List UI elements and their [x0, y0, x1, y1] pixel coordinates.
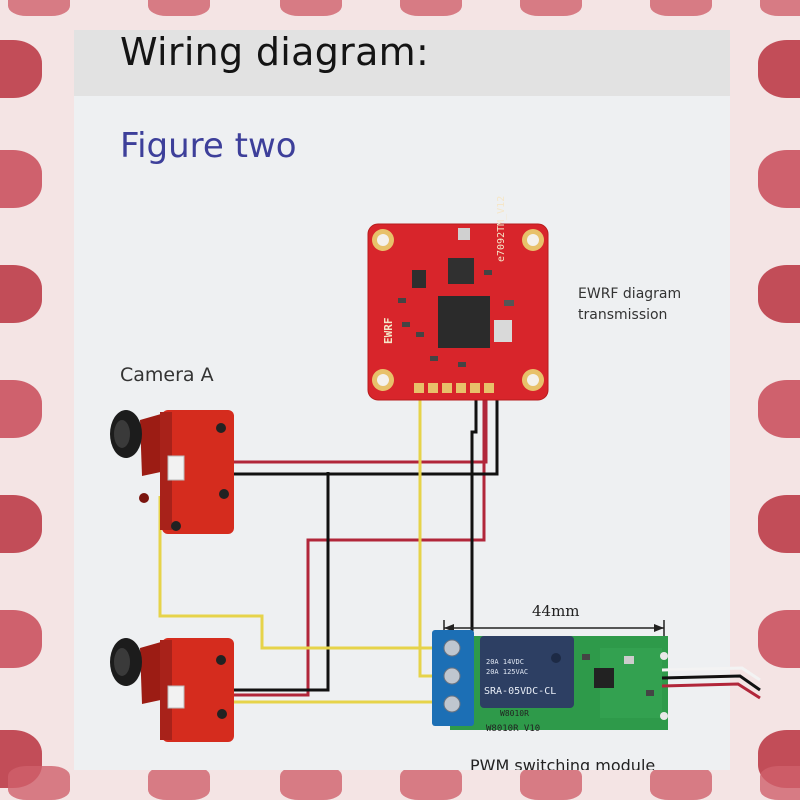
- relay: [480, 636, 574, 708]
- camera-b: [110, 638, 234, 742]
- background-tile: [0, 40, 42, 98]
- video-transmitter-board: e7092TM_V12 EWRF: [367, 196, 549, 401]
- background-tile: [520, 0, 582, 16]
- chip: [594, 668, 614, 688]
- wire-yellow-camera-a: [158, 496, 456, 650]
- module-code-2: W8010R V10: [486, 724, 540, 734]
- figure-title: Figure two: [120, 126, 297, 166]
- transmitter-label-line1: EWRF diagram: [578, 286, 682, 302]
- background-tile: [400, 766, 462, 800]
- background-tile: [758, 610, 800, 668]
- background-tile: [758, 380, 800, 438]
- crystal: [494, 320, 512, 342]
- wire-output-white: [661, 666, 761, 682]
- transmitter-brand-text: EWRF: [382, 318, 395, 345]
- transmitter-label-line2: transmission: [578, 307, 668, 323]
- background-tile: [400, 0, 462, 16]
- background-tile: [758, 265, 800, 323]
- module-caption: PWM switching module: [470, 756, 656, 770]
- wire-black-camera-a: [180, 390, 499, 476]
- background-tile: [280, 766, 342, 800]
- camera-a: [110, 410, 234, 534]
- camera-connector: [167, 685, 185, 709]
- solder-pads: [414, 383, 494, 393]
- background-tile: [0, 380, 42, 438]
- background-tile: [520, 766, 582, 800]
- wire-output-black: [661, 674, 761, 692]
- background-tile: [280, 0, 342, 16]
- dimension-label: 44mm: [532, 602, 580, 620]
- chip: [412, 270, 426, 288]
- relay-rating-1: 20A 14VDC: [486, 658, 524, 666]
- relay-model-text: SRA-05VDC-CL: [484, 686, 556, 697]
- background-tile: [0, 610, 42, 668]
- module-code-1: W8010R: [500, 709, 529, 718]
- background-tile: [760, 766, 800, 800]
- page-title: Wiring diagram:: [120, 30, 430, 74]
- background-tile: [8, 766, 70, 800]
- wire-black-camera-b: [230, 472, 330, 692]
- wire-red-camera-a: [180, 390, 488, 464]
- wire-red-camera-b: [230, 398, 486, 697]
- background-tile: [758, 40, 800, 98]
- transmitter-label: EWRF diagram transmission: [578, 284, 708, 326]
- dimension-marker: 44mm: [443, 602, 665, 636]
- camera-connector: [167, 455, 185, 481]
- title-band: [74, 30, 730, 96]
- background-tile: [650, 766, 712, 800]
- chip: [438, 296, 490, 348]
- transmitter-model-text: e7092TM_V12: [496, 196, 507, 262]
- background-tile: [758, 495, 800, 553]
- background-tile: [758, 150, 800, 208]
- background-tile: [0, 265, 42, 323]
- chip: [448, 258, 474, 284]
- background-tile: [148, 766, 210, 800]
- relay-rating-2: 20A 125VAC: [486, 668, 528, 676]
- camera-label: Camera A: [120, 364, 214, 386]
- background-tile: [0, 495, 42, 553]
- background-tile: [650, 0, 712, 16]
- wire-output-red: [661, 682, 761, 700]
- background-tile: [148, 0, 210, 16]
- background-tile: [8, 0, 70, 16]
- background-tile: [0, 150, 42, 208]
- pwm-relay-module: 20A 14VDC 20A 125VAC SRA-05VDC-CL W8010R…: [432, 630, 761, 734]
- background-tile: [760, 0, 800, 16]
- wire-black-relay: [452, 390, 478, 648]
